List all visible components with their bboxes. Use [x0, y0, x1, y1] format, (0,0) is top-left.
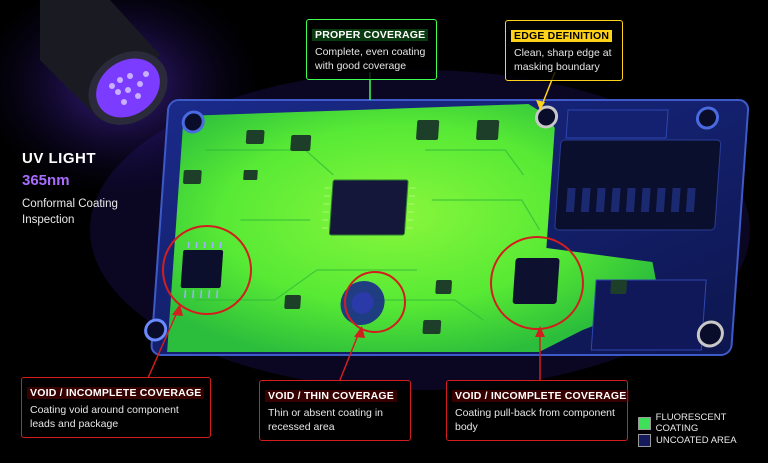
uv-description: Conformal Coating Inspection [22, 198, 118, 226]
callout-text: Clean, sharp edge at masking boundary [514, 47, 612, 73]
mounting-hole-icon [144, 105, 724, 348]
callout-text: Thin or absent coating in recessed area [268, 407, 383, 433]
uv-light-title: UV LIGHT [22, 150, 96, 167]
callout-text: Coating void around component leads and … [30, 404, 179, 430]
callout-edge-definition: EDGE DEFINITION Clean, sharp edge at mas… [505, 20, 623, 81]
callout-text: Complete, even coating with good coverag… [315, 46, 426, 72]
callout-void-thin: VOID / THIN COVERAGE Thin or absent coat… [259, 380, 411, 441]
legend-swatch-fluorescent [638, 416, 651, 430]
legend-label: UNCOATED AREA [656, 435, 737, 446]
void-marker-center [344, 271, 406, 333]
callout-void-left: VOID / INCOMPLETE COVERAGE Coating void … [21, 377, 211, 438]
callout-title: VOID / INCOMPLETE COVERAGE [27, 387, 205, 399]
uv-wavelength: 365nm [22, 172, 70, 189]
callout-proper-coverage: PROPER COVERAGE Complete, even coating w… [306, 19, 437, 80]
callout-title: PROPER COVERAGE [312, 29, 429, 41]
legend-swatch-uncoated [638, 434, 651, 447]
callout-void-right: VOID / INCOMPLETE COVERAGE Coating pull-… [446, 380, 630, 441]
uv-flashlight-icon [40, 0, 168, 125]
callout-title: VOID / INCOMPLETE COVERAGE [452, 390, 630, 402]
void-marker-left [162, 225, 252, 315]
void-marker-right [490, 236, 584, 330]
legend-uncoated: UNCOATED AREA [638, 434, 737, 447]
pcb-board [144, 99, 750, 356]
callout-title: EDGE DEFINITION [511, 30, 613, 42]
callout-text: Coating pull-back from component body [455, 407, 615, 433]
legend-label: FLUORESCENT COATING [655, 412, 727, 434]
legend-fluorescent: FLUORESCENT COATING [638, 412, 768, 434]
callout-title: VOID / THIN COVERAGE [265, 390, 397, 402]
